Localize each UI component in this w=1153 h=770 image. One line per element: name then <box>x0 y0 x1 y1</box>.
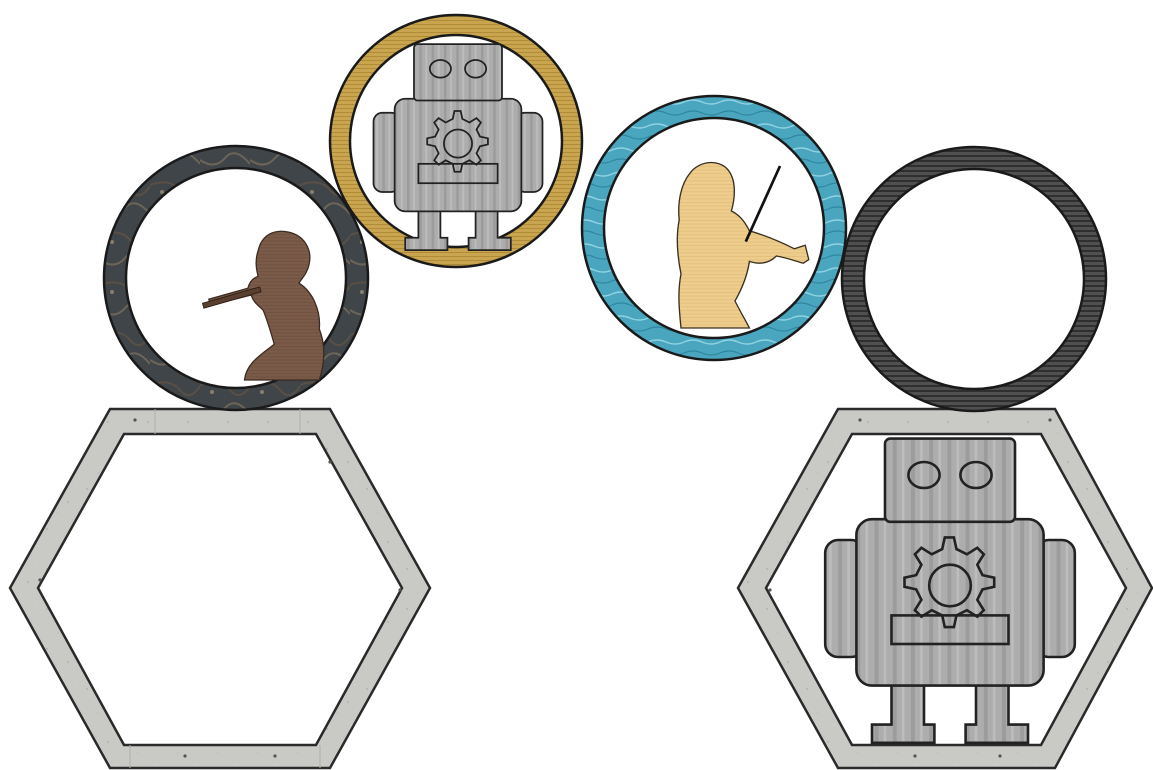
ring-dark-metal <box>853 158 1095 400</box>
robot-icon <box>374 44 543 250</box>
hex-frame-left-seams <box>130 409 320 768</box>
hex-frame-left <box>10 409 430 768</box>
violin-player-icon <box>677 163 809 328</box>
hex-slot-left[interactable] <box>10 409 430 768</box>
flute-player-icon <box>202 231 323 380</box>
ring-empty[interactable] <box>842 147 1106 411</box>
ring-robot[interactable] <box>330 15 582 267</box>
robot-icon <box>825 439 1075 743</box>
ring-flute-player[interactable] <box>104 146 368 410</box>
ring-violin-player[interactable] <box>582 96 846 360</box>
ring-outline-inner <box>864 169 1084 389</box>
hex-slot-right[interactable] <box>738 409 1152 768</box>
